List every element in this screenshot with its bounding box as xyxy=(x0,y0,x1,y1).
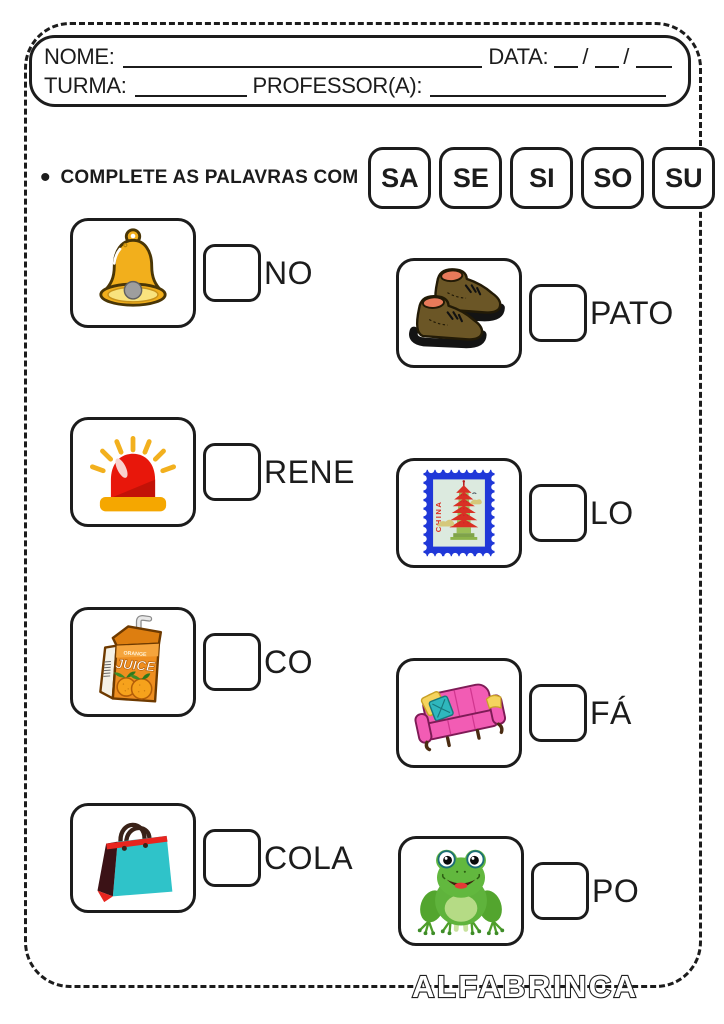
word-suffix: CO xyxy=(264,643,313,680)
picture-card: CHINA xyxy=(396,458,522,568)
class-blank-line[interactable] xyxy=(134,73,247,97)
instruction-row: • COMPLETE AS PALAVRAS COM SA SE SI SO S… xyxy=(38,146,716,210)
word-suffix: PATO xyxy=(590,294,674,331)
answer-box[interactable] xyxy=(529,684,587,742)
word-suffix: FÁ xyxy=(590,694,632,731)
syllable-chip-si: SI xyxy=(510,147,574,209)
syllable-label: SE xyxy=(452,162,489,193)
word-item-juice: ORANGE JUICE CO xyxy=(70,607,313,717)
word-suffix: PO xyxy=(592,872,640,909)
header-box: NOME: DATA: / / TURMA: PROFESSOR(A): xyxy=(29,35,691,107)
sofa-image xyxy=(414,683,507,752)
answer-box[interactable] xyxy=(529,284,587,342)
answer-box[interactable] xyxy=(203,633,261,691)
brand-logo: ALFABRINCA xyxy=(411,968,639,1005)
word-suffix: NO xyxy=(264,254,313,291)
syllable-chip-se: SE xyxy=(439,147,503,209)
date-month-blank[interactable] xyxy=(595,44,620,68)
answer-box[interactable] xyxy=(203,443,261,501)
answer-box[interactable] xyxy=(531,862,589,920)
word-item-stamp: CHINA xyxy=(396,458,634,568)
syllable-chip-sa: SA xyxy=(368,147,432,209)
stamp-image: CHINA xyxy=(420,466,498,560)
date-year-blank[interactable] xyxy=(636,44,672,68)
picture-card xyxy=(396,658,522,768)
frog-image xyxy=(417,849,505,936)
syllable-label: SU xyxy=(665,162,703,193)
word-item-siren: RENE xyxy=(70,417,355,527)
word-suffix: RENE xyxy=(264,453,355,490)
answer-box[interactable] xyxy=(203,244,261,302)
syllable-chip-su: SU xyxy=(652,147,716,209)
shopping-bag-image xyxy=(97,822,173,903)
syllable-label: SO xyxy=(593,162,633,193)
stamp-label: CHINA xyxy=(434,501,443,533)
date-slash: / xyxy=(623,44,629,69)
name-label: NOME: xyxy=(44,44,115,69)
bell-image xyxy=(99,228,167,307)
syllable-label: SI xyxy=(529,162,555,193)
syllable-label: SA xyxy=(381,162,419,193)
syllable-chips: SA SE SI SO SU xyxy=(368,147,716,209)
juice-box-image: ORANGE JUICE xyxy=(99,614,163,703)
name-blank-line[interactable] xyxy=(122,44,483,68)
teacher-label: PROFESSOR(A): xyxy=(252,73,423,98)
picture-card xyxy=(70,218,196,328)
siren-image xyxy=(89,436,177,512)
header-row-name: NOME: DATA: / / xyxy=(44,41,672,70)
picture-card xyxy=(70,417,196,527)
picture-card xyxy=(396,258,522,368)
bullet-icon: • xyxy=(40,161,51,194)
picture-card xyxy=(70,803,196,913)
word-item-shoes: PATO xyxy=(396,258,674,368)
juice-big-label: JUICE xyxy=(115,656,157,674)
answer-box[interactable] xyxy=(203,829,261,887)
date-day-blank[interactable] xyxy=(554,44,579,68)
class-label: TURMA: xyxy=(44,73,127,98)
instruction-text: COMPLETE AS PALAVRAS COM xyxy=(60,167,359,188)
word-suffix: COLA xyxy=(264,839,354,876)
picture-card xyxy=(398,836,524,946)
word-item-sofa: FÁ xyxy=(396,658,632,768)
page-dashed-border xyxy=(24,22,702,988)
word-item-bell: NO xyxy=(70,218,313,328)
picture-card: ORANGE JUICE xyxy=(70,607,196,717)
shoes-image xyxy=(409,268,505,349)
date-label: DATA: xyxy=(488,44,549,69)
teacher-blank-line[interactable] xyxy=(430,73,666,97)
date-slash: / xyxy=(582,44,589,69)
syllable-chip-so: SO xyxy=(581,147,645,209)
answer-box[interactable] xyxy=(529,484,587,542)
juice-small-label: ORANGE xyxy=(123,650,147,658)
word-item-bag: COLA xyxy=(70,803,353,913)
header-row-class: TURMA: PROFESSOR(A): xyxy=(44,70,672,99)
word-suffix: LO xyxy=(590,494,634,531)
word-item-frog: PO xyxy=(398,836,639,946)
